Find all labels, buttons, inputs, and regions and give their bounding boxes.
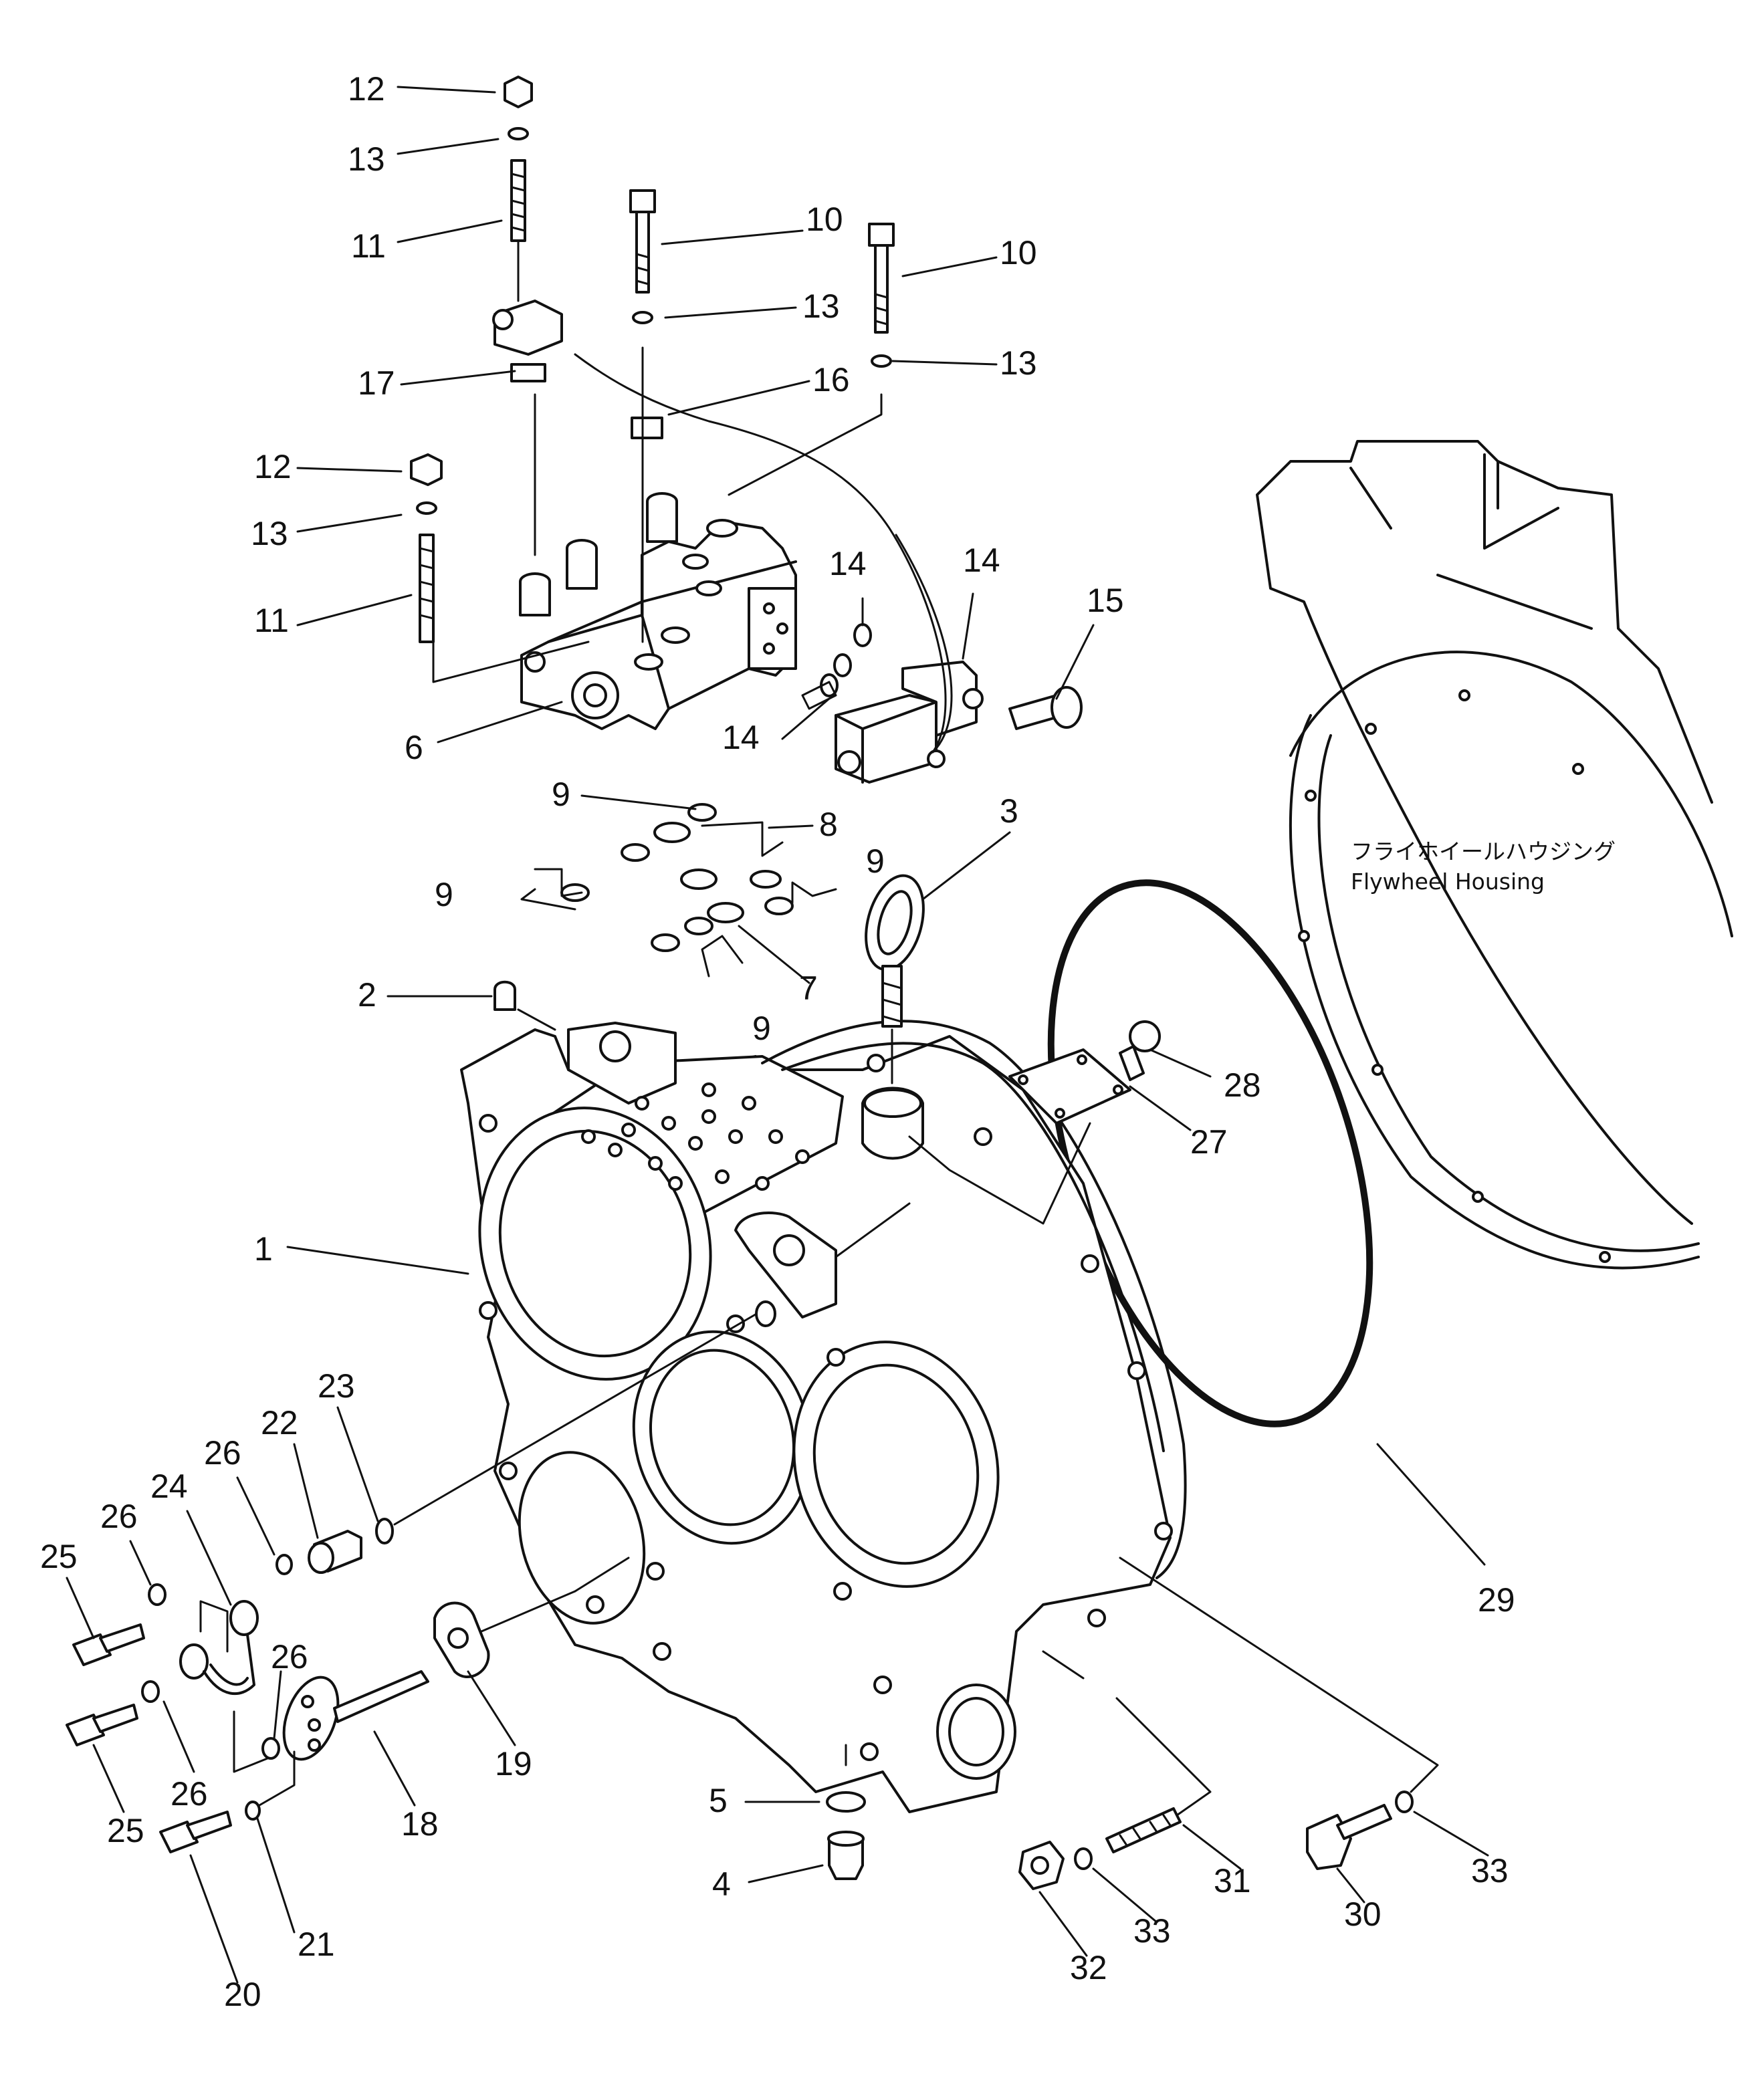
callout-14: 14 (829, 545, 867, 582)
callout-9: 9 (752, 1010, 771, 1047)
callout-11: 11 (351, 227, 386, 265)
callout-25: 25 (40, 1538, 78, 1575)
callout-9: 9 (866, 842, 885, 880)
callout-20: 20 (224, 1976, 261, 2013)
callout-2: 2 (358, 976, 376, 1014)
callout-22: 22 (261, 1404, 298, 1441)
lower-right-fasteners (826, 1556, 1439, 1890)
callout-24: 24 (150, 1468, 188, 1505)
leader-lines-lower (66, 1406, 1489, 1984)
top-fasteners (410, 76, 1083, 730)
control-valve (519, 492, 797, 730)
callout-12: 12 (348, 70, 385, 108)
flywheel-housing-label-ja: フライホイールハウジング (1351, 838, 1616, 864)
callout-10: 10 (806, 201, 843, 238)
callout-18: 18 (401, 1805, 439, 1843)
flywheel-housing-label-en: Flywheel Housing (1351, 869, 1545, 895)
callout-14: 14 (963, 542, 1000, 579)
callout-26: 26 (171, 1775, 208, 1813)
callout-26: 26 (204, 1434, 241, 1472)
leader-lines (286, 86, 1486, 1566)
transmission-case (460, 1020, 1187, 1813)
mount-holes (581, 1082, 810, 1191)
callout-15: 15 (1087, 582, 1124, 619)
o-rings (493, 623, 925, 1084)
callout-14: 14 (722, 719, 760, 756)
callout-10: 10 (1000, 234, 1037, 271)
callout-numbers: 12 13 11 10 13 10 13 17 16 12 13 11 14 1… (40, 70, 1515, 2013)
callout-13: 13 (251, 515, 288, 552)
callout-13: 13 (1000, 344, 1037, 382)
callout-6: 6 (405, 729, 423, 766)
callout-21: 21 (298, 1926, 335, 1963)
callout-5: 5 (709, 1782, 728, 1819)
lower-left-fasteners (66, 1300, 776, 1853)
callout-28: 28 (1224, 1066, 1261, 1104)
callout-17: 17 (358, 364, 395, 402)
solenoid-valve (492, 300, 984, 784)
callout-31: 31 (1214, 1862, 1251, 1899)
callout-26: 26 (100, 1498, 138, 1535)
callout-3: 3 (1000, 792, 1018, 830)
callout-26: 26 (271, 1638, 308, 1676)
callout-29: 29 (1478, 1581, 1515, 1619)
callout-23: 23 (318, 1367, 355, 1405)
callout-11: 11 (254, 602, 289, 639)
flywheel-housing: フライホイールハウジング Flywheel Housing (1256, 440, 1733, 1270)
callout-13: 13 (348, 140, 385, 178)
callout-8: 8 (819, 806, 838, 843)
callout-25: 25 (107, 1812, 144, 1849)
callout-4: 4 (712, 1865, 731, 1903)
callout-9: 9 (435, 876, 453, 913)
callout-19: 19 (495, 1745, 532, 1782)
callout-7: 7 (799, 969, 818, 1007)
callout-12: 12 (254, 448, 292, 485)
cover-plate (835, 1020, 1161, 1258)
callout-32: 32 (1070, 1949, 1107, 1986)
callout-27: 27 (1190, 1123, 1228, 1161)
callout-16: 16 (812, 361, 850, 398)
callout-1: 1 (254, 1230, 273, 1268)
callout-33: 33 (1471, 1852, 1509, 1889)
callout-13: 13 (802, 287, 840, 325)
callout-9: 9 (552, 776, 570, 813)
